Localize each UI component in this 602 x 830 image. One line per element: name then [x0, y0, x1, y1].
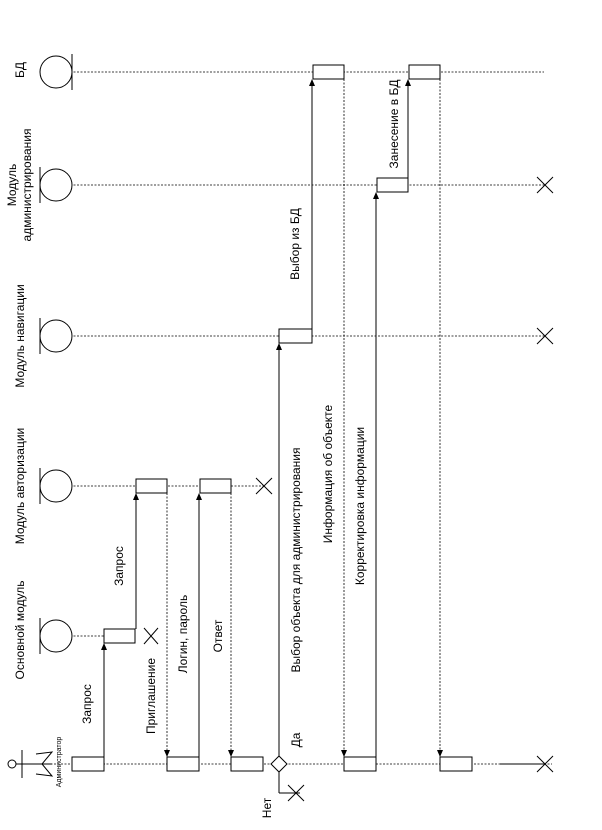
- actor-icon: [7, 750, 54, 778]
- destroy-no-branch-icon: [287, 784, 305, 802]
- activation-auth-2: [199, 478, 232, 494]
- activation-actor-2: [166, 756, 200, 772]
- msg-invitation-arrowhead: [164, 750, 170, 757]
- label-select-object: Выбор объекта для администрирования: [289, 447, 303, 672]
- main-module-label: Основной модуль: [13, 581, 27, 680]
- activation-actor-5: [439, 756, 473, 772]
- guard-yes: Да: [289, 732, 303, 747]
- guard-no: Нет: [260, 797, 274, 818]
- object-nav-module: [39, 318, 73, 354]
- object-admin-module: [39, 167, 73, 203]
- label-select-from-db: Выбор из БД: [288, 208, 302, 280]
- label-correct-info: Корректировка информации: [353, 427, 367, 585]
- label-object-info: Информация об объекте: [321, 404, 335, 543]
- destroy-admin-module-icon: [536, 176, 554, 194]
- msg-select-object-arrowhead: [276, 343, 282, 350]
- label-login: Логин, пароль: [176, 595, 190, 673]
- msg-correct-info-arrowhead: [373, 192, 379, 199]
- destroy-main-module-icon: [143, 627, 159, 645]
- nav-module-label: Модуль навигации: [13, 284, 27, 387]
- msg-db-return-arrowhead: [437, 750, 443, 757]
- actor-label: Администратор: [56, 737, 63, 788]
- activation-db-1: [312, 64, 345, 80]
- msg-select-from-db-arrowhead: [309, 79, 315, 86]
- label-request-2: Запрос: [112, 546, 126, 586]
- activation-db-2: [408, 64, 441, 80]
- object-auth-module: [39, 468, 73, 504]
- destroy-nav-module-icon: [536, 327, 554, 345]
- activation-actor-4: [343, 756, 377, 772]
- activation-admin: [376, 177, 409, 193]
- object-db: [39, 54, 73, 90]
- auth-module-label: Модуль авторизации: [13, 428, 27, 545]
- label-request-1: Запрос: [80, 684, 94, 724]
- destroy-actor-icon: [536, 755, 554, 773]
- admin-module-label-line2: администрирования: [20, 129, 34, 242]
- activation-actor-3: [230, 756, 264, 772]
- label-invitation: Приглашение: [144, 658, 158, 734]
- activation-main-module: [103, 628, 136, 644]
- destroy-auth-module-icon: [255, 477, 273, 495]
- msg-request-2-arrowhead: [133, 493, 139, 500]
- label-write-db: Занесение в БД: [387, 80, 401, 169]
- msg-login-arrowhead: [196, 493, 202, 500]
- activation-actor-1: [71, 756, 105, 772]
- msg-request-1-arrowhead: [101, 643, 107, 650]
- msg-answer-arrowhead: [228, 750, 234, 757]
- activation-auth-1: [135, 478, 168, 494]
- msg-write-db-arrowhead: [405, 79, 411, 86]
- msg-object-info-arrowhead: [341, 750, 347, 757]
- decision-diamond: [270, 755, 288, 773]
- label-answer: Ответ: [211, 619, 225, 652]
- db-label: БД: [13, 62, 27, 78]
- object-main-module: [39, 618, 73, 654]
- admin-module-label-line1: Модуль: [5, 164, 19, 207]
- activation-nav: [278, 328, 313, 344]
